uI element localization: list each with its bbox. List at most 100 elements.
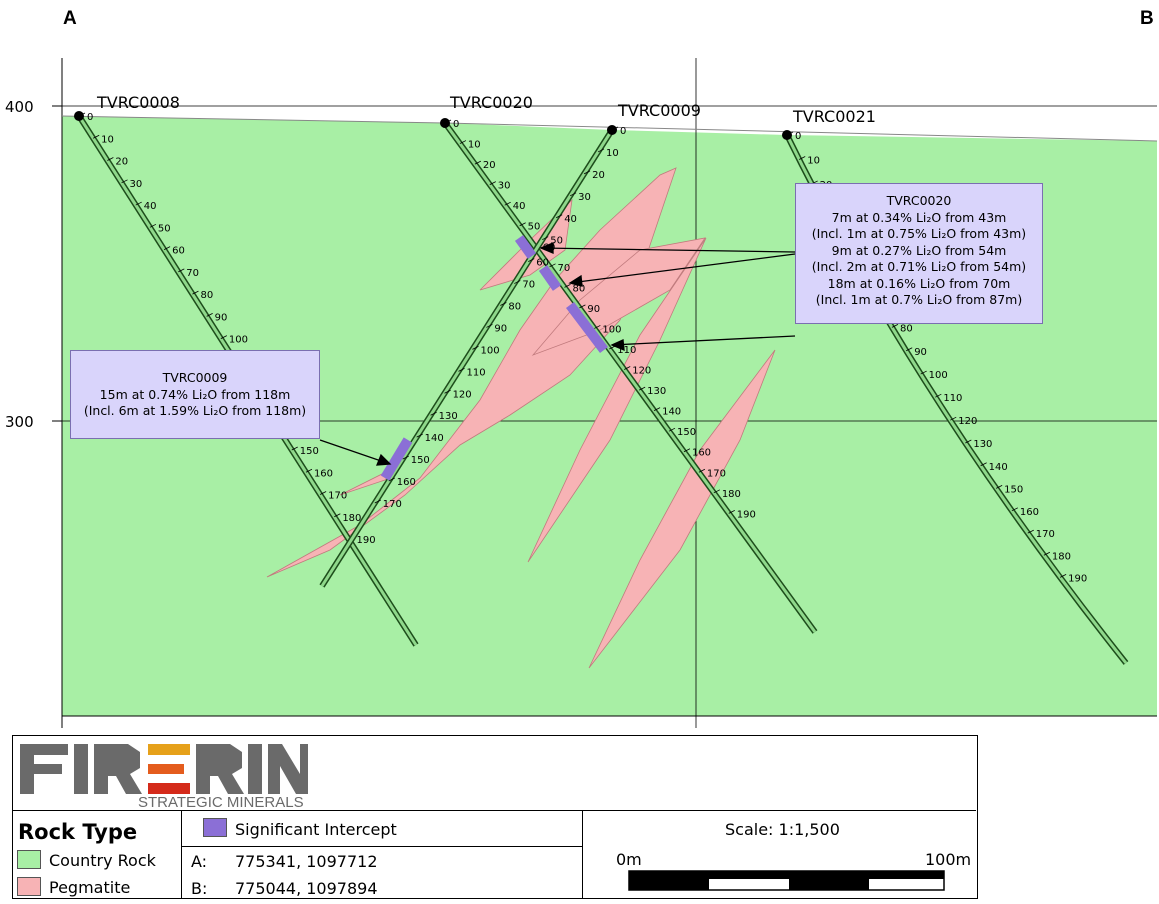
pegmatite-swatch [17,877,41,896]
callout-tvrc0009: TVRC0009 15m at 0.74% Li₂O from 118m (In… [70,350,320,439]
logo-wordmark-shapes [20,744,308,794]
depth-label: 80 [508,302,521,313]
depth-tick [935,393,942,398]
depth-tick [564,284,571,288]
depth-label: 170 [383,499,402,510]
callout-tvrc0020-line-6: (Incl. 1m at 0.7% Li₂O from 87m) [815,292,1023,307]
depth-label: 140 [425,433,444,444]
depth-tick [430,411,437,416]
depth-label: 160 [692,448,711,459]
depth-tick [549,263,556,268]
depth-label: 70 [558,263,571,274]
depth-tick [319,491,327,495]
depth-tick [472,346,479,350]
scale-text: Scale: 1:1,500 [725,820,840,839]
significant-intercept-segment [566,301,608,354]
callout-tvrc0009-line-2: (Incl. 6m at 1.59% Li₂O from 118m) [83,403,307,418]
depth-tick [583,170,591,175]
depth-tick [416,433,423,438]
depth-tick [569,192,577,197]
depth-tick [500,302,507,306]
depth-label: 10 [101,134,114,145]
depth-tick [163,246,171,250]
pegmatite-lower-lens [588,349,776,669]
point-b-coords: 775044, 1097894 [235,879,378,898]
hole-id-label: TVRC0008 [96,93,180,112]
depth-label: 30 [498,181,511,192]
hole-id-label: TVRC0020 [449,93,533,112]
depth-label: 90 [215,312,228,323]
depth-tick [519,222,526,227]
depth-label: 140 [989,462,1008,473]
depth-label: 130 [973,439,992,450]
drill-trace-fill-tvrc0009 [320,129,614,587]
country-rock-label: Country Rock [49,851,156,870]
depth-tick [728,510,735,514]
scale-start-label: 0m [616,850,642,869]
callout-tvrc0020-line-3: 9m at 0.27% Li₂O from 54m [831,242,1007,258]
depth-tick [713,489,721,494]
callout-tvrc0020-line-5: 18m at 0.16% Li₂O from 70m [827,275,1011,291]
country-rock-swatch [17,850,41,869]
firering-logo: STRATEGIC MINERALS [20,744,308,808]
depth-tick [504,201,511,206]
depth-tick [135,201,142,206]
depth-tick [486,324,493,328]
depth-label: 0 [795,131,801,142]
depth-tick [220,335,228,340]
callout-tvrc0009-line-1: 15m at 0.74% Li₂O from 118m [99,386,291,402]
depth-label: 20 [483,160,496,171]
depth-label: 110 [467,367,486,378]
callout-tvrc0009-title: TVRC0009 [162,370,228,385]
callout-tvrc0020-line-2: (Incl. 1m at 0.75% Li₂O from 43m) [811,226,1027,241]
legend-divider-v1 [181,810,182,898]
drill-holes: 0102030405060708090100110120130140150160… [74,93,1129,665]
depth-label: 110 [617,345,636,356]
point-a-label: A: [191,852,208,871]
depth-label: 80 [572,283,585,294]
depth-label: 70 [522,280,535,291]
section-end-b-label: B [1140,8,1154,29]
arrowhead-54m [568,274,583,287]
collar-marker [782,130,792,140]
depth-label: 170 [328,491,347,502]
depth-tick [542,236,549,241]
significant-intercept-segment [538,265,562,291]
pegmatite-mid-lens [531,237,706,356]
section-end-a-label: A [63,8,77,29]
depth-tick [121,179,128,184]
depth-label: 100 [229,335,248,346]
significant-intercept-segment [380,437,413,481]
depth-label: 140 [662,407,681,418]
callout-tvrc0020-line-1: 7m at 0.34% Li₂O from 43m [831,209,1007,225]
depth-tick [668,427,676,432]
depth-tick [374,499,381,504]
significant-intercept-swatch [203,818,227,837]
depth-label: 190 [737,509,756,520]
depth-tick [920,370,927,375]
depth-label: 150 [300,446,319,457]
point-b-label: B: [191,879,208,898]
depth-label: 10 [606,148,619,159]
depth-tick [444,389,451,394]
depth-tick [965,439,972,444]
depth-label: 30 [578,192,591,203]
depth-tick [579,304,586,309]
rock-type-heading: Rock Type [18,820,138,844]
depth-tick [334,513,341,518]
depth-label: 20 [592,170,605,181]
depth-label: 80 [900,323,913,334]
pegmatite-long-lens [527,237,707,563]
depth-tick [638,386,646,391]
pegmatite-main-body [266,167,677,578]
logo-subtext: STRATEGIC MINERALS [138,794,304,808]
depth-tick [1011,507,1019,512]
depth-tick [906,347,913,352]
depth-tick [980,462,987,467]
depth-tick [93,134,100,139]
legend-title-block: STRATEGIC MINERALS Rock Type Country Roc… [12,735,978,899]
arrowhead-118m [376,453,392,466]
depth-label: 90 [587,304,600,315]
depth-label: 30 [130,179,143,190]
depth-tick [995,484,1003,489]
